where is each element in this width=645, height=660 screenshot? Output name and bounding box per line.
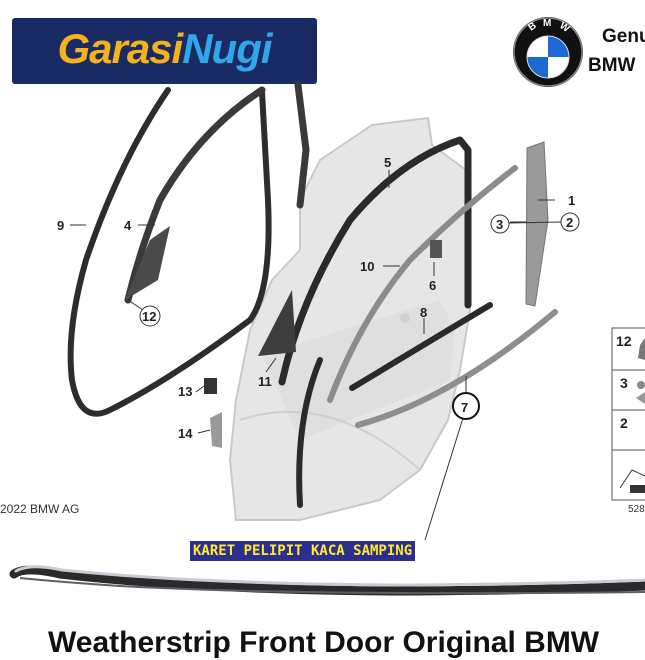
seal-part-4 bbox=[124, 86, 266, 304]
part-14-shape bbox=[210, 412, 222, 448]
corner-piece-4 bbox=[125, 226, 170, 300]
roundel-letter-m: M bbox=[543, 18, 551, 29]
part-label-10: 10 bbox=[360, 259, 374, 274]
logo-text-part2: Nugi bbox=[182, 25, 272, 72]
part-13-shape bbox=[204, 378, 217, 394]
caption-badge: KARET PELIPIT KACA SAMPING bbox=[190, 541, 416, 561]
diagram-canvas: B M W bbox=[9, 17, 645, 596]
inset-ref-number: 528 bbox=[628, 504, 645, 515]
inset-panel: 12 3 2 528 bbox=[611, 327, 645, 515]
bmw-roundel-icon: B M W bbox=[513, 17, 583, 87]
part-label-7: 7 bbox=[461, 400, 468, 415]
door-shell bbox=[228, 116, 472, 521]
part-label-2: 2 bbox=[566, 215, 573, 230]
bmw-label: BMW bbox=[588, 55, 636, 76]
seal-part-5 bbox=[278, 136, 472, 386]
part-label-5: 5 bbox=[384, 155, 391, 170]
product-title: Weatherstrip Front Door Original BMW bbox=[48, 626, 600, 659]
part-circle-12 bbox=[139, 305, 161, 327]
leader-lines bbox=[70, 170, 555, 541]
part-label-8: 8 bbox=[420, 305, 427, 320]
inset-label-12: 12 bbox=[616, 333, 632, 349]
part-label-11: 11 bbox=[258, 374, 272, 389]
clip-part-6 bbox=[430, 240, 442, 258]
part-label-1: 1 bbox=[568, 193, 575, 208]
genuine-label: Genu bbox=[602, 26, 645, 47]
logo-text-part1: Garasi bbox=[57, 25, 183, 72]
part-label-3: 3 bbox=[496, 217, 503, 232]
seal-part-9 bbox=[67, 87, 272, 417]
logo-wordmark: GarasiNugi bbox=[12, 18, 317, 84]
part-label-9: 9 bbox=[57, 218, 64, 233]
part-circle-3 bbox=[490, 214, 510, 234]
trim-part-1 bbox=[525, 141, 549, 307]
part-label-6: 6 bbox=[429, 278, 436, 293]
part-circle-7 bbox=[452, 392, 480, 420]
product-image: GarasiNugi B M W bbox=[0, 17, 645, 659]
garasinugi-logo: GarasiNugi bbox=[12, 18, 317, 84]
seal-part-8 bbox=[349, 302, 493, 391]
seal-part-10 bbox=[327, 165, 518, 403]
copyright-text: 2022 BMW AG bbox=[0, 502, 80, 516]
corner-piece-11 bbox=[258, 290, 296, 356]
inset-label-2: 2 bbox=[620, 415, 628, 431]
part-label-4: 4 bbox=[124, 218, 132, 233]
inset-label-3: 3 bbox=[620, 375, 628, 391]
part-label-12: 12 bbox=[142, 309, 156, 324]
pillar-seal bbox=[294, 81, 310, 209]
seal-lower bbox=[296, 357, 323, 508]
seal-part-7 bbox=[355, 309, 558, 428]
part-label-14: 14 bbox=[178, 426, 193, 441]
part-label-13: 13 bbox=[178, 384, 192, 399]
weatherstrip-photo bbox=[9, 565, 645, 596]
